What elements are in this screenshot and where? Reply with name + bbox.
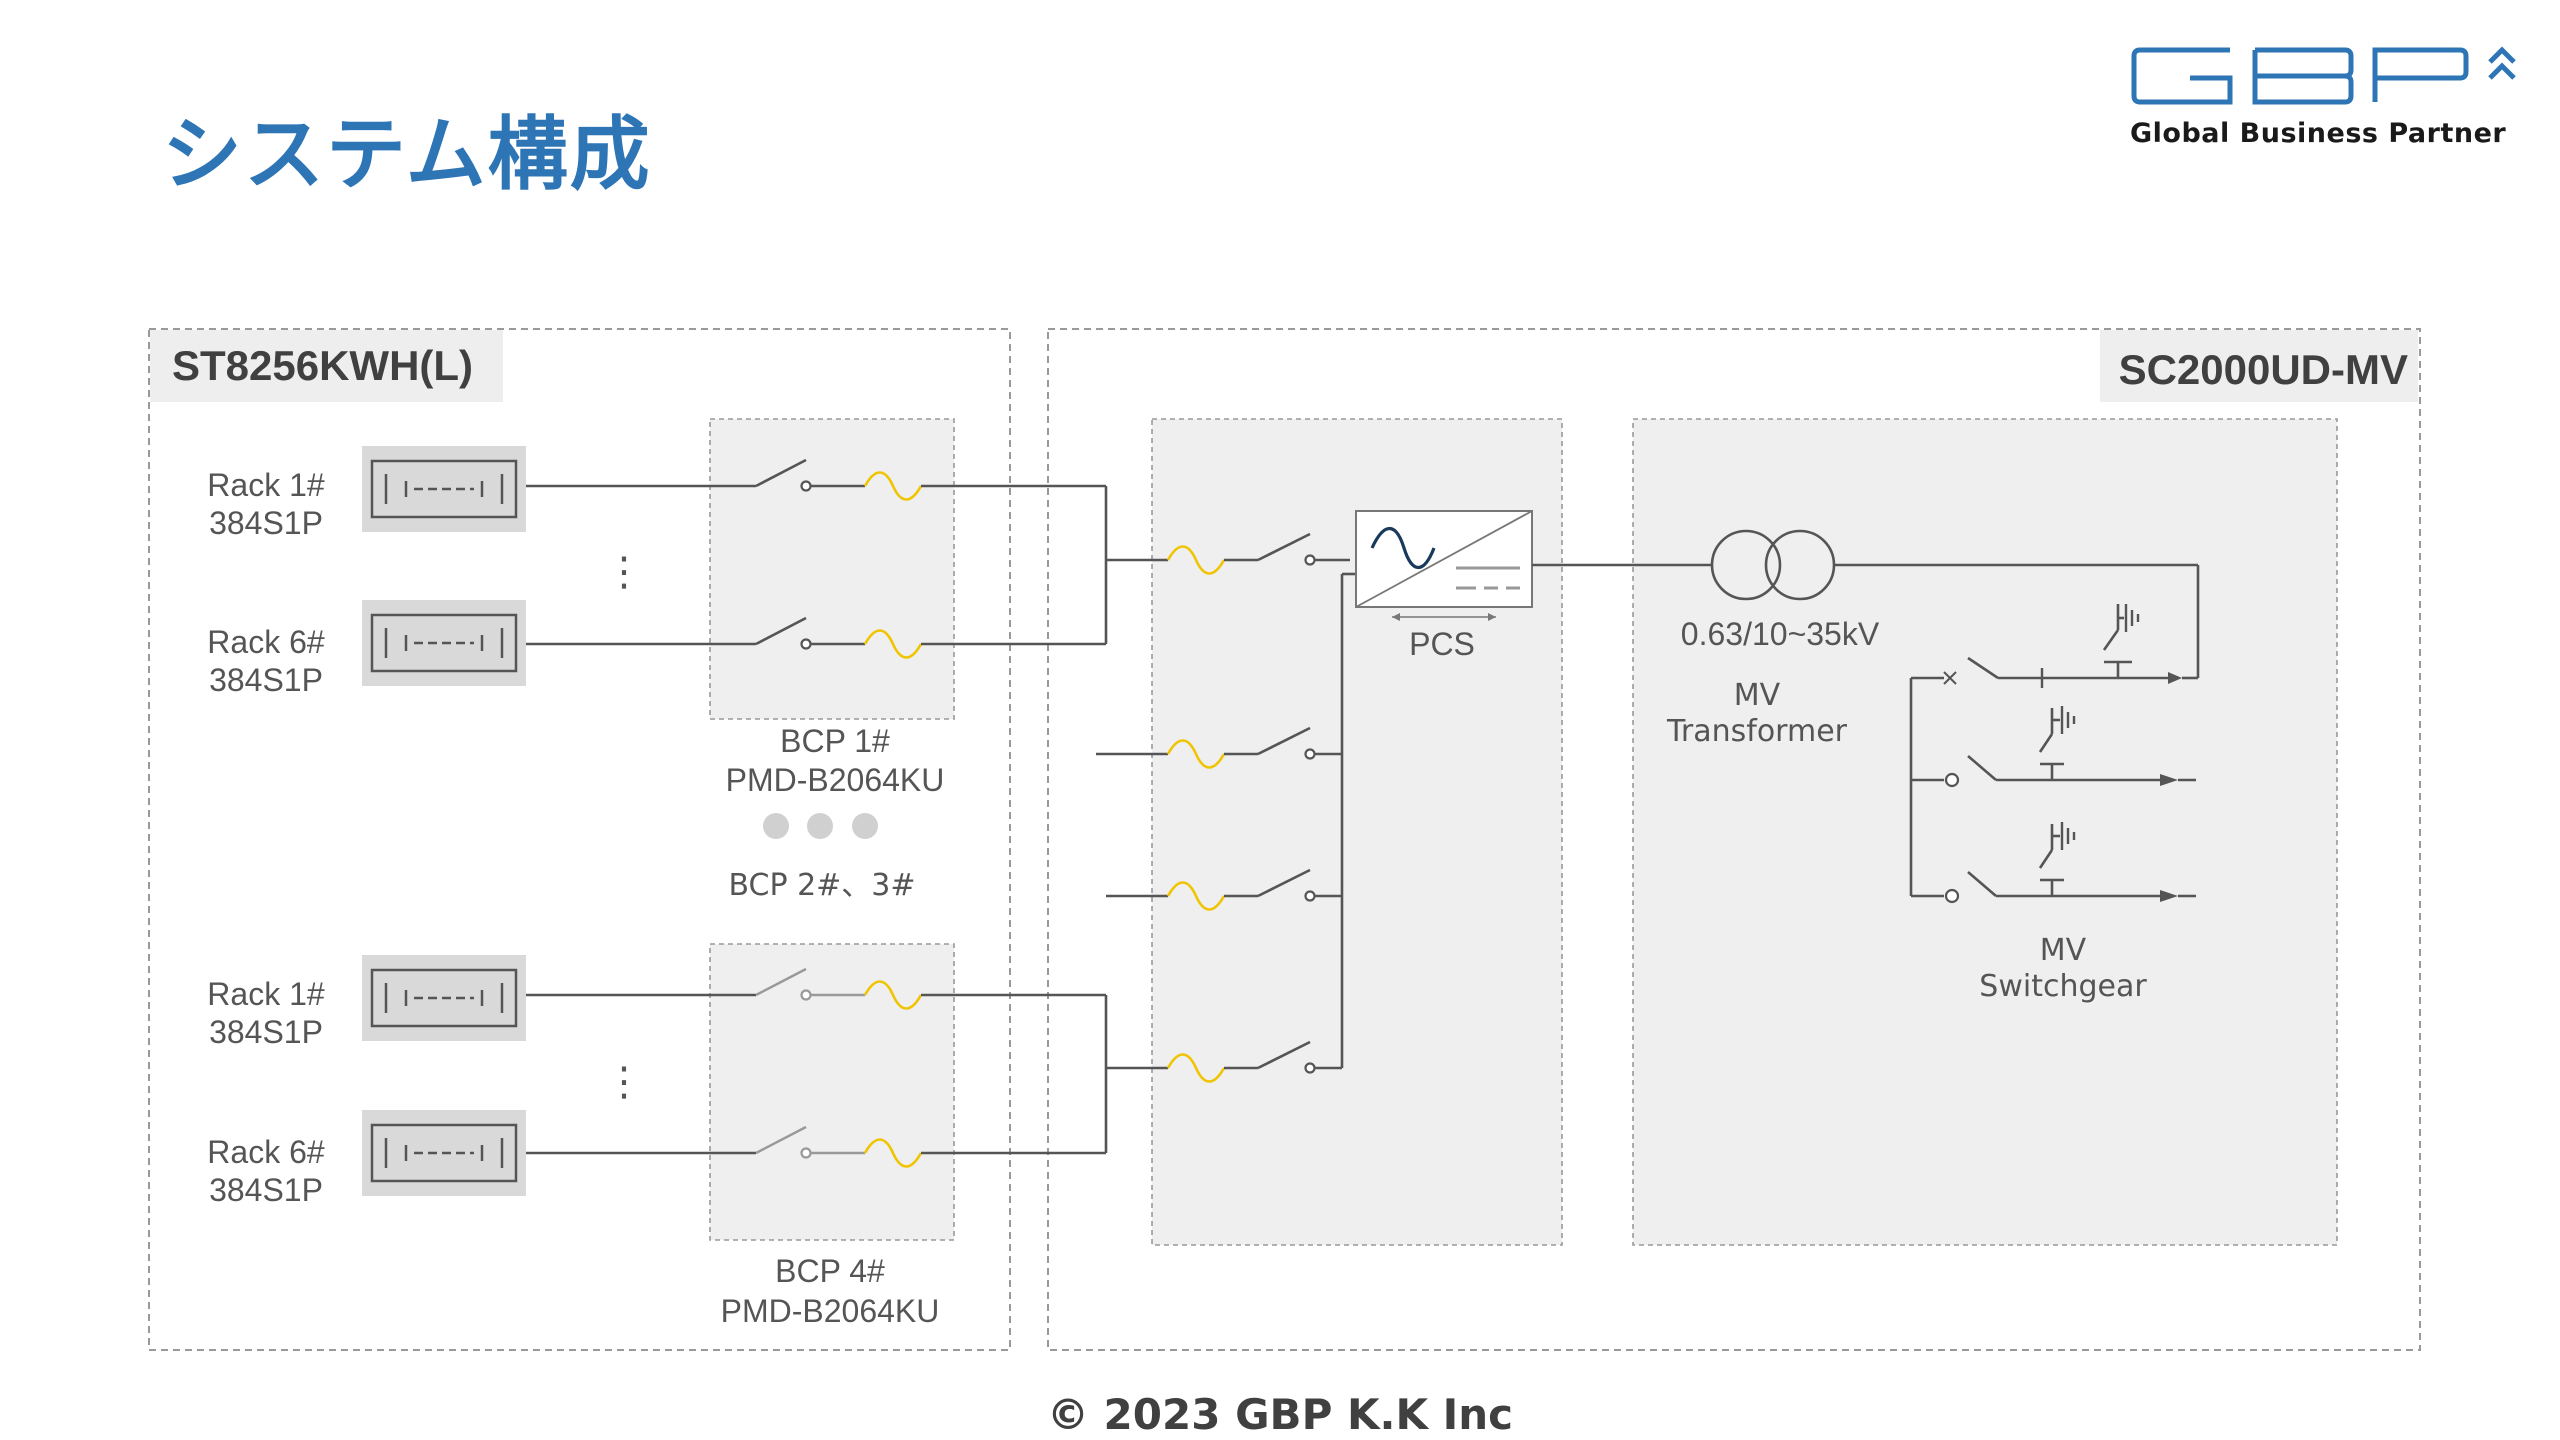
bcp-top-name: BCP 1# [780, 723, 890, 759]
bcp-top-panel [709, 418, 955, 720]
switchgear-label-2: Switchgear [1979, 969, 2147, 1004]
right-section-title: SC2000UD-MV [2119, 346, 2408, 393]
rack-label-bottom-1: Rack 1# [207, 976, 325, 1012]
battery-rack-6-top [360, 598, 528, 688]
bcp-bottom-name: BCP 4# [775, 1253, 885, 1289]
rack-config-top-1: 384S1P [209, 505, 323, 541]
rack-label-top-1: Rack 1# [207, 467, 325, 503]
bcp-top-model: PMD-B2064KU [726, 762, 945, 798]
bcp-top-wiring [526, 458, 1168, 659]
bcp-bottom-wiring [526, 967, 1168, 1168]
page-title: システム構成 [162, 108, 652, 201]
left-section-title: ST8256KWH(L) [172, 342, 473, 389]
rack-config-bottom-1: 384S1P [209, 1014, 323, 1050]
right-section-box [1047, 328, 2421, 1351]
battery-rack-1-bottom [360, 953, 528, 1043]
logo-tagline: Global Business Partner [2130, 118, 2507, 149]
pcs-block [1355, 510, 1533, 621]
battery-rack-6-bottom [360, 1108, 528, 1198]
bcp-bottom-panel [709, 943, 955, 1241]
transformer-label-1: MV [1734, 678, 1781, 713]
bcp-bottom-model: PMD-B2064KU [721, 1293, 940, 1329]
transformer-rating: 0.63/10~35kV [1681, 616, 1880, 652]
bcp-dot-1 [763, 813, 789, 839]
logo-mark [2131, 46, 2516, 105]
gbp-logo [2131, 46, 2516, 105]
bcp-dot-3 [852, 813, 878, 839]
transformer-label-2: Transformer [1666, 714, 1848, 749]
pcs-label: PCS [1409, 626, 1475, 662]
bcp-dot-2 [807, 813, 833, 839]
footer-copyright: © 2023 GBP K.K Inc [1046, 1390, 1514, 1439]
mv-panel [1632, 418, 2338, 1246]
battery-rack-1-top [360, 444, 528, 534]
rack-label-bottom-6: Rack 6# [207, 1134, 325, 1170]
rack-config-bottom-6: 384S1P [209, 1172, 323, 1208]
rack-label-top-6: Rack 6# [207, 624, 325, 660]
bcp-middle-name: BCP 2#、3# [728, 868, 915, 903]
rack-ellipsis-top: ⋮ [604, 549, 644, 595]
mv-switchgear-symbol [1909, 604, 2198, 904]
rack-ellipsis-bottom: ⋮ [604, 1059, 644, 1105]
pcs-inputs [1096, 532, 1356, 1083]
rack-config-top-6: 384S1P [209, 662, 323, 698]
left-section-box [148, 328, 1011, 1351]
switchgear-label-1: MV [2040, 933, 2087, 968]
